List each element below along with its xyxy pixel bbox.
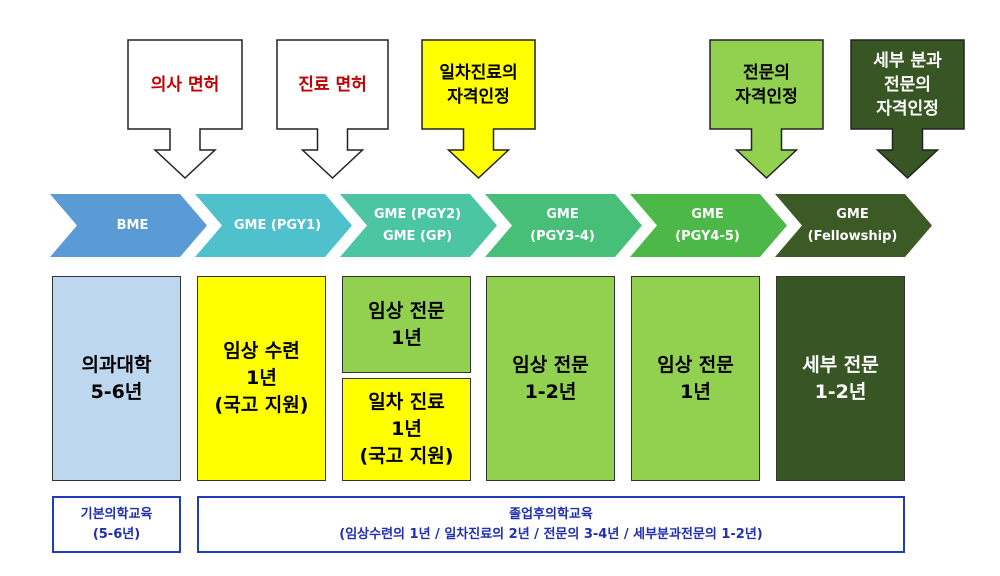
graduate-medical-education-label: 졸업후의학교육 (임상수련의 1년 / 일차진료의 2년 / 전문의 3-4년 … — [197, 496, 905, 553]
stage-chevron — [340, 194, 497, 257]
callout-arrow-shape — [709, 39, 824, 180]
stage-fellowship: GME (Fellowship) — [807, 206, 898, 244]
stage-chevron — [50, 194, 207, 257]
stage-pgy3-4: GME (PGY3-4) — [530, 206, 595, 244]
stage-pgy4-5: GME (PGY4-5) — [675, 206, 740, 244]
callout-arrow-shape — [421, 39, 536, 180]
callout-doctor-license: 의사 면허 — [150, 74, 220, 95]
callout-arrow-shape — [850, 39, 965, 180]
stage-chevron — [195, 194, 352, 257]
box-medical-school: 의과대학 5-6년 — [52, 276, 181, 481]
callout-practice-license: 진료 면허 — [298, 74, 367, 95]
callout-specialist-cert: 전문의 자격인정 — [735, 62, 798, 107]
box-subspecialty: 세부 전문 1-2년 — [776, 276, 905, 481]
box-clinical-specialty-1y: 임상 전문 1년 — [342, 276, 471, 373]
stage-pgy2-gp: GME (PGY2) GME (GP) — [373, 206, 462, 244]
callout-arrow-shape — [127, 39, 243, 180]
basic-medical-education-label: 기본의학교육 (5-6년) — [52, 496, 181, 553]
callout-arrow-shape — [276, 39, 389, 180]
stage-pgy1: GME (PGY1) — [233, 217, 322, 233]
box-clinical-specialty-1-2y: 임상 전문 1-2년 — [486, 276, 615, 481]
box-clinical-specialty-1y-b: 임상 전문 1년 — [631, 276, 760, 481]
callout-primary-care-cert: 일차진료의 자격인정 — [439, 62, 518, 107]
box-clinical-training: 임상 수련 1년 (국고 지원) — [197, 276, 326, 481]
stage-bme: BME — [116, 217, 149, 233]
stage-chevron — [630, 194, 787, 257]
callout-subspecialist-cert: 세부 분과 전문의 자격인정 — [873, 50, 942, 119]
stage-chevron — [485, 194, 642, 257]
box-primary-care: 일차 진료 1년 (국고 지원) — [342, 378, 471, 481]
stage-chevron — [775, 194, 932, 257]
